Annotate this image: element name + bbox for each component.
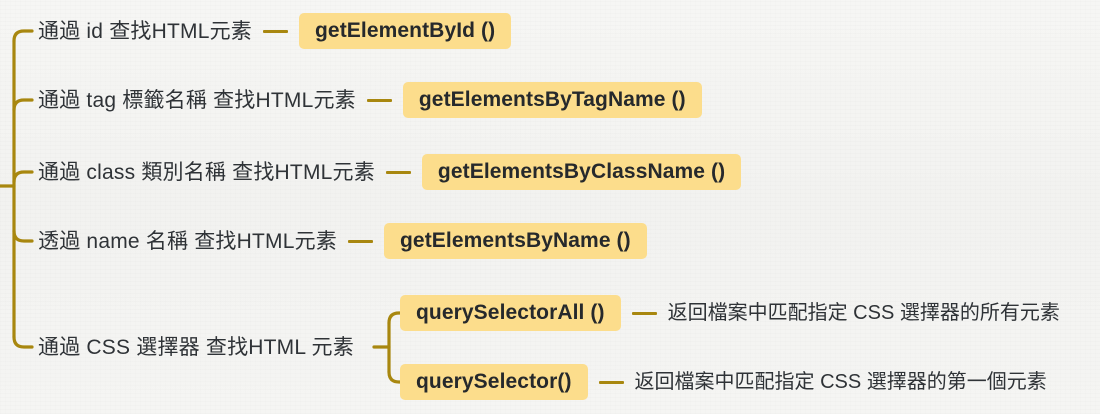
branch-by-tag[interactable]: 通過 tag 標籤名稱 查找HTML元素 getElementsByTagNam… bbox=[38, 80, 702, 120]
main-bracket-arm-2 bbox=[12, 98, 34, 112]
connector-line bbox=[631, 311, 657, 315]
connector-line bbox=[366, 98, 392, 102]
connector-line bbox=[262, 29, 288, 33]
main-bracket-top-arm bbox=[12, 29, 34, 43]
branch-by-css[interactable]: 通過 CSS 選擇器 查找HTML 元素 bbox=[38, 327, 354, 367]
branch-by-tag-label: 通過 tag 標籤名稱 查找HTML元素 bbox=[38, 88, 356, 112]
branch-by-id-method[interactable]: getElementById () bbox=[298, 13, 512, 49]
query-selector-all-method[interactable]: querySelectorAll () bbox=[400, 295, 621, 331]
branch-by-class-method[interactable]: getElementsByClassName () bbox=[421, 154, 742, 190]
branch-query-selector[interactable]: querySelector() 返回檔案中匹配指定 CSS 選擇器的第一個元素 bbox=[400, 362, 1047, 402]
query-selector-description: 返回檔案中匹配指定 CSS 選擇器的第一個元素 bbox=[634, 371, 1047, 393]
main-bracket-bottom-arm bbox=[12, 335, 34, 349]
branch-by-id-label: 通過 id 查找HTML元素 bbox=[38, 19, 252, 43]
connector-line bbox=[348, 239, 373, 243]
connector-line bbox=[598, 380, 624, 384]
main-bracket-arm-3 bbox=[12, 170, 34, 184]
branch-query-selector-all[interactable]: querySelectorAll () 返回檔案中匹配指定 CSS 選擇器的所有… bbox=[400, 293, 1060, 333]
branch-by-css-label: 通過 CSS 選擇器 查找HTML 元素 bbox=[38, 335, 354, 359]
branch-by-class[interactable]: 通過 class 類別名稱 查找HTML元素 getElementsByClas… bbox=[38, 152, 742, 192]
query-selector-method[interactable]: querySelector() bbox=[400, 364, 588, 400]
connector-line bbox=[385, 170, 411, 174]
branch-by-name-method[interactable]: getElementsByName () bbox=[384, 223, 647, 259]
branch-by-tag-method[interactable]: getElementsByTagName () bbox=[402, 82, 702, 118]
query-selector-all-description: 返回檔案中匹配指定 CSS 選擇器的所有元素 bbox=[667, 302, 1060, 324]
branch-by-name[interactable]: 透過 name 名稱 查找HTML元素 getElementsByName () bbox=[38, 221, 647, 261]
branch-by-id[interactable]: 通過 id 查找HTML元素 getElementById () bbox=[38, 11, 512, 51]
branch-by-class-label: 通過 class 類別名稱 查找HTML元素 bbox=[38, 160, 375, 184]
main-bracket-arm-4 bbox=[12, 229, 34, 243]
branch-by-name-label: 透過 name 名稱 查找HTML元素 bbox=[38, 229, 337, 253]
